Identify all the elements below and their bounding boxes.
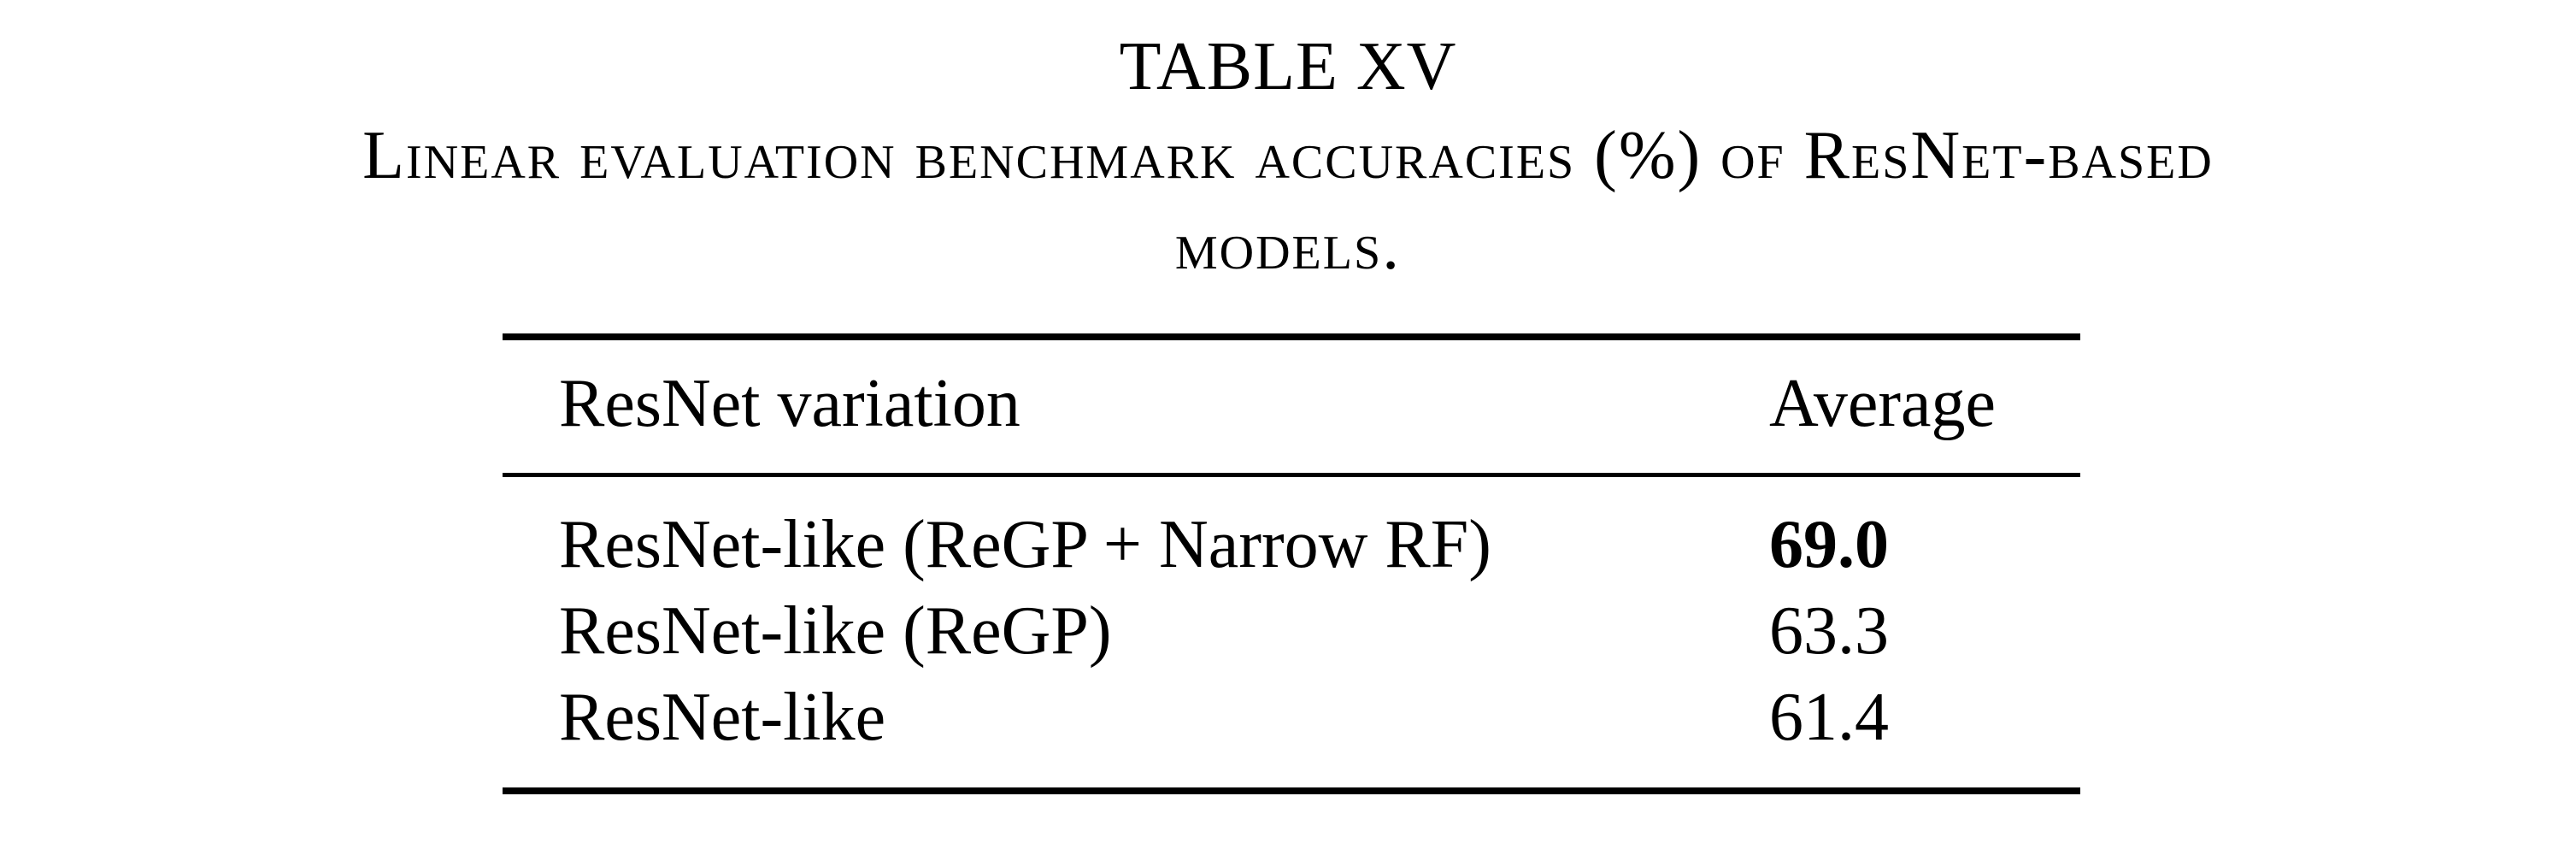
top-rule <box>503 333 2080 340</box>
row-variation: ResNet-like (ReGP + Narrow RF) <box>559 507 1491 582</box>
row-average: 61.4 <box>1769 680 1889 755</box>
caption-text-line-2: models. <box>1174 209 1402 284</box>
row-average-best: 69.0 <box>1769 507 1889 582</box>
header-rule <box>503 473 2080 477</box>
caption-text-line-1: Linear evaluation benchmark accuracies (… <box>362 118 2214 193</box>
header-average: Average <box>1769 366 1996 441</box>
row-average: 63.3 <box>1769 593 1889 669</box>
row-variation: ResNet-like <box>559 680 886 755</box>
row-variation: ResNet-like (ReGP) <box>559 593 1112 669</box>
header-variation: ResNet variation <box>559 366 1020 441</box>
table-number: TABLE XV <box>1119 29 1457 104</box>
bottom-rule <box>503 787 2080 794</box>
